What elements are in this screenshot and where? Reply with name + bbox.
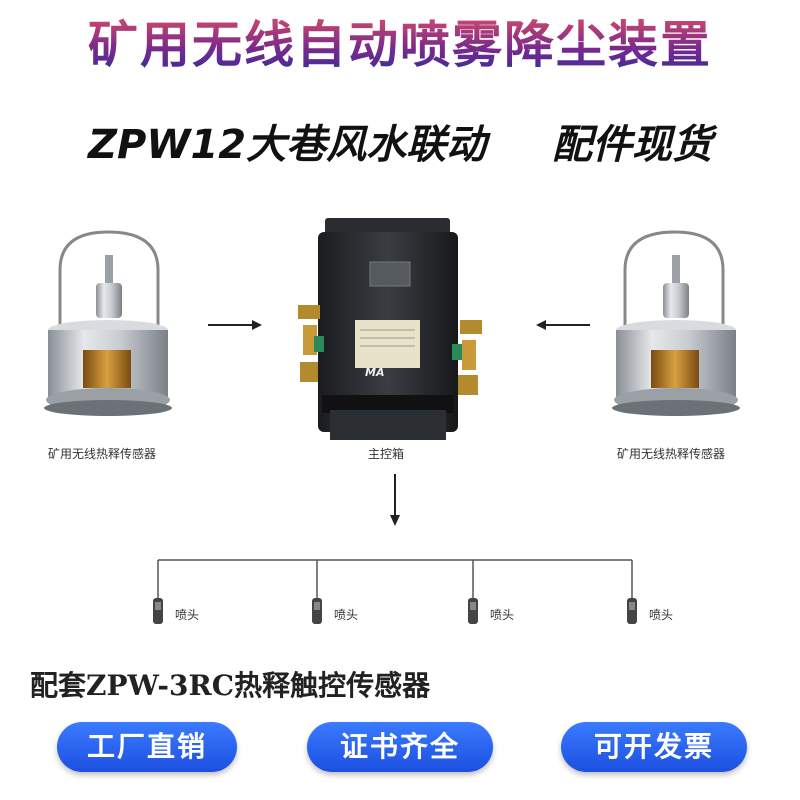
system-diagram: MA bbox=[44, 218, 740, 624]
subtitle-row: ZPW12大巷风水联动 配件现货 bbox=[0, 112, 800, 172]
nozzle-icon bbox=[627, 598, 637, 624]
accessory-note: 配套ZPW-3RC热释触控传感器 bbox=[30, 669, 431, 702]
subtitle-stock: 配件现货 bbox=[552, 122, 712, 168]
arrow-controller-down bbox=[390, 474, 400, 526]
controller-label: 主控箱 bbox=[368, 447, 405, 461]
nozzle-icon bbox=[312, 598, 322, 624]
sensor-left-label: 矿用无线热释传感器 bbox=[48, 447, 157, 461]
arrow-left-to-controller bbox=[208, 320, 262, 330]
arrow-right-to-controller bbox=[536, 320, 590, 330]
pipe-network bbox=[157, 559, 633, 598]
sensor-right-label: 矿用无线热释传感器 bbox=[617, 447, 726, 461]
page-title-text: 矿用无线自动喷雾降尘装置 bbox=[88, 16, 712, 74]
nozzle-label: 喷头 bbox=[334, 608, 359, 622]
subtitle-model: ZPW12大巷风水联动 bbox=[88, 122, 487, 168]
factory-direct-button[interactable]: 工厂直销 bbox=[57, 722, 237, 772]
sensor-left-image bbox=[44, 230, 172, 416]
nozzle-label: 喷头 bbox=[490, 608, 515, 622]
nozzle-icon bbox=[153, 598, 163, 624]
controller-image bbox=[298, 218, 482, 440]
controller-badge: MA bbox=[365, 366, 384, 379]
page-title: 矿用无线自动喷雾降尘装置 bbox=[0, 10, 800, 80]
invoice-button[interactable]: 可开发票 bbox=[561, 722, 747, 772]
nozzle-icon bbox=[468, 598, 478, 624]
nozzle-label: 喷头 bbox=[649, 608, 674, 622]
nozzle-label: 喷头 bbox=[175, 608, 200, 622]
sensor-right-image bbox=[612, 230, 740, 416]
certificates-button[interactable]: 证书齐全 bbox=[307, 722, 493, 772]
